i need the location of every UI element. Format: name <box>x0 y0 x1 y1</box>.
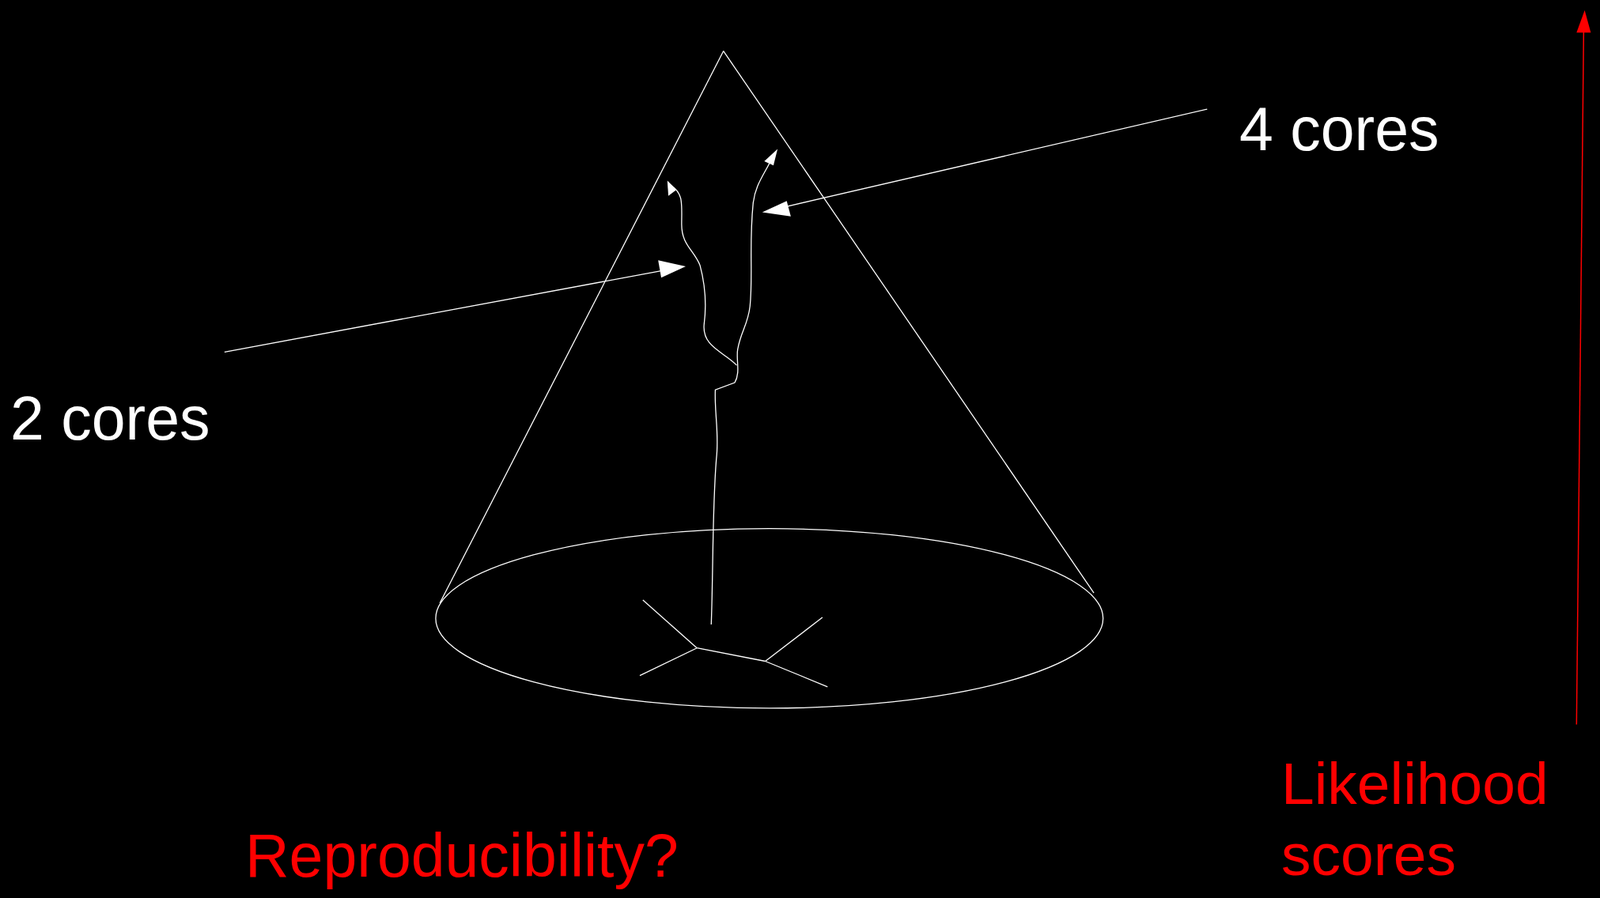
leader-line <box>224 270 664 352</box>
cone-edge <box>723 51 1094 594</box>
search-path <box>671 185 738 366</box>
arrowhead <box>658 260 686 278</box>
search-path <box>711 155 774 625</box>
core-label: 2 cores <box>10 382 211 455</box>
axis-arrow <box>1576 30 1584 726</box>
arrowhead <box>764 148 778 166</box>
cone-base <box>435 529 1104 709</box>
arrowhead <box>667 180 678 196</box>
tree-symbol <box>639 600 828 688</box>
core-label: 4 cores <box>1239 92 1440 166</box>
leader-line <box>783 109 1207 208</box>
cone-edge <box>439 51 724 604</box>
question-label: Reproducibility? <box>245 819 679 893</box>
arrowhead <box>762 200 791 216</box>
arrowhead <box>1576 10 1591 33</box>
axis-label: Likelihood scores <box>1281 748 1590 891</box>
